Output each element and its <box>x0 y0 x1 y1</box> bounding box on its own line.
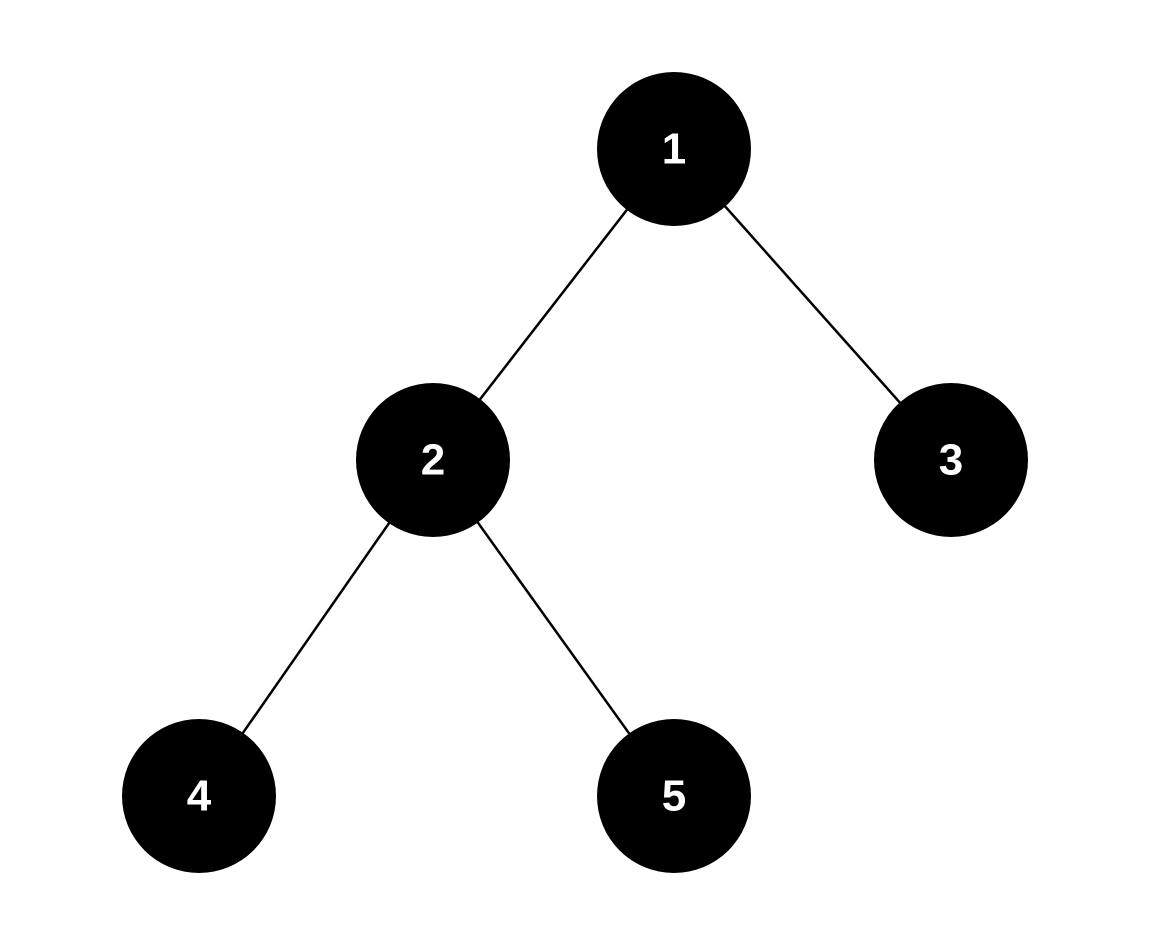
node-circle-1 <box>597 72 751 226</box>
tree-node-4: 4 <box>122 719 276 873</box>
node-circle-2 <box>356 383 510 537</box>
edges-layer <box>197 148 952 797</box>
node-circle-5 <box>597 719 751 873</box>
node-circle-3 <box>874 383 1028 537</box>
tree-node-1: 1 <box>597 72 751 226</box>
node-label-3: 3 <box>939 436 963 485</box>
node-label-2: 2 <box>421 436 445 485</box>
tree-node-3: 3 <box>874 383 1028 537</box>
nodes-layer: 1 2 3 4 5 <box>122 72 1028 873</box>
node-label-4: 4 <box>187 772 212 821</box>
node-label-5: 5 <box>662 772 686 821</box>
node-label-1: 1 <box>662 125 686 174</box>
tree-node-5: 5 <box>597 719 751 873</box>
node-circle-4 <box>122 719 276 873</box>
tree-node-2: 2 <box>356 383 510 537</box>
